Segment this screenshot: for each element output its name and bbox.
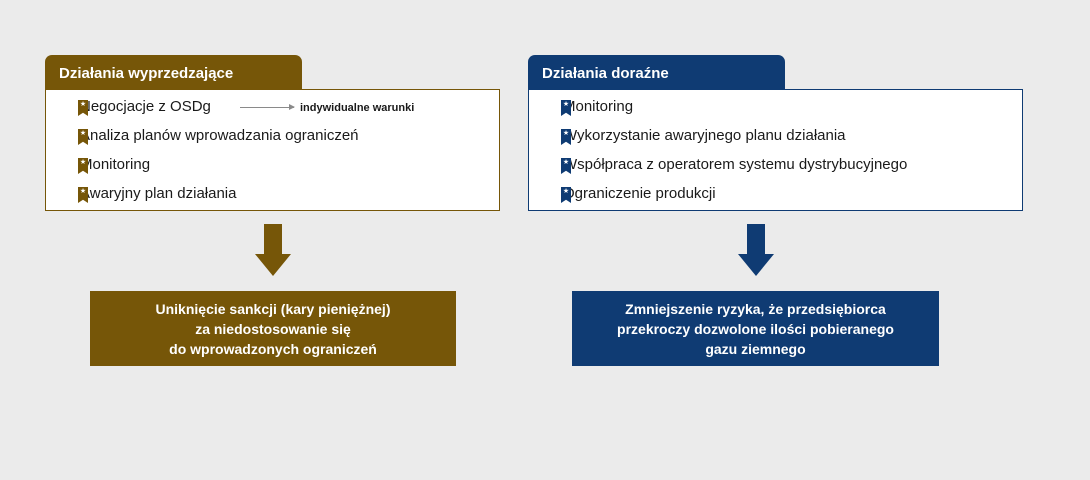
right-items-box: ★ Monitoring ★ Wykorzystanie awaryjnego …: [528, 89, 1023, 211]
left-result-line: do wprowadzonych ograniczeń: [169, 341, 377, 357]
star-bookmark-icon: ★: [561, 129, 571, 145]
left-item: ★ Monitoring: [78, 154, 499, 183]
left-items-list: ★ Negocjacje z OSDg indywidualne warunki…: [46, 90, 499, 212]
side-note: indywidualne warunki: [300, 102, 415, 114]
right-item: ★ Współpraca z operatorem systemu dystry…: [561, 154, 1022, 183]
right-result-box: Zmniejszenie ryzyka, że przedsiębiorca p…: [572, 291, 939, 366]
right-result-line: gazu ziemnego: [705, 341, 806, 357]
left-item-label: Monitoring: [80, 156, 151, 173]
left-item-label: Analiza planów wprowadzania ograniczeń: [80, 127, 359, 144]
star-bookmark-icon: ★: [561, 100, 571, 116]
right-panel-title: Działania doraźne: [528, 55, 785, 90]
right-result-line: przekroczy dozwolone ilości pobieranego: [617, 321, 894, 337]
star-bookmark-icon: ★: [78, 129, 88, 145]
down-arrow-icon: [738, 224, 774, 278]
down-arrow-icon: [255, 224, 291, 278]
right-item-label: Ograniczenie produkcji: [563, 185, 716, 202]
left-item-label: Awaryjny plan działania: [80, 185, 237, 202]
left-panel-title: Działania wyprzedzające: [45, 55, 302, 90]
right-items-list: ★ Monitoring ★ Wykorzystanie awaryjnego …: [529, 90, 1022, 212]
left-result-line: za niedostosowanie się: [195, 321, 351, 337]
right-item: ★ Ograniczenie produkcji: [561, 183, 1022, 212]
star-bookmark-icon: ★: [78, 158, 88, 174]
left-item-label: Negocjacje z OSDg: [80, 98, 211, 115]
right-item-label: Współpraca z operatorem systemu dystrybu…: [563, 156, 908, 173]
left-item: ★ Analiza planów wprowadzania ograniczeń: [78, 125, 499, 154]
right-item-label: Monitoring: [563, 98, 634, 115]
left-item: ★ Awaryjny plan działania: [78, 183, 499, 212]
star-bookmark-icon: ★: [78, 187, 88, 203]
right-item: ★ Wykorzystanie awaryjnego planu działan…: [561, 125, 1022, 154]
star-bookmark-icon: ★: [561, 158, 571, 174]
star-bookmark-icon: ★: [561, 187, 571, 203]
right-item-label: Wykorzystanie awaryjnego planu działania: [563, 127, 846, 144]
right-arrow-icon: [240, 104, 295, 110]
right-item: ★ Monitoring: [561, 96, 1022, 125]
left-result-line: Uniknięcie sankcji (kary pieniężnej): [155, 301, 391, 317]
left-result-box: Uniknięcie sankcji (kary pieniężnej) za …: [90, 291, 456, 366]
left-item: ★ Negocjacje z OSDg indywidualne warunki: [78, 96, 499, 125]
left-items-box: ★ Negocjacje z OSDg indywidualne warunki…: [45, 89, 500, 211]
right-result-line: Zmniejszenie ryzyka, że przedsiębiorca: [625, 301, 886, 317]
star-bookmark-icon: ★: [78, 100, 88, 116]
